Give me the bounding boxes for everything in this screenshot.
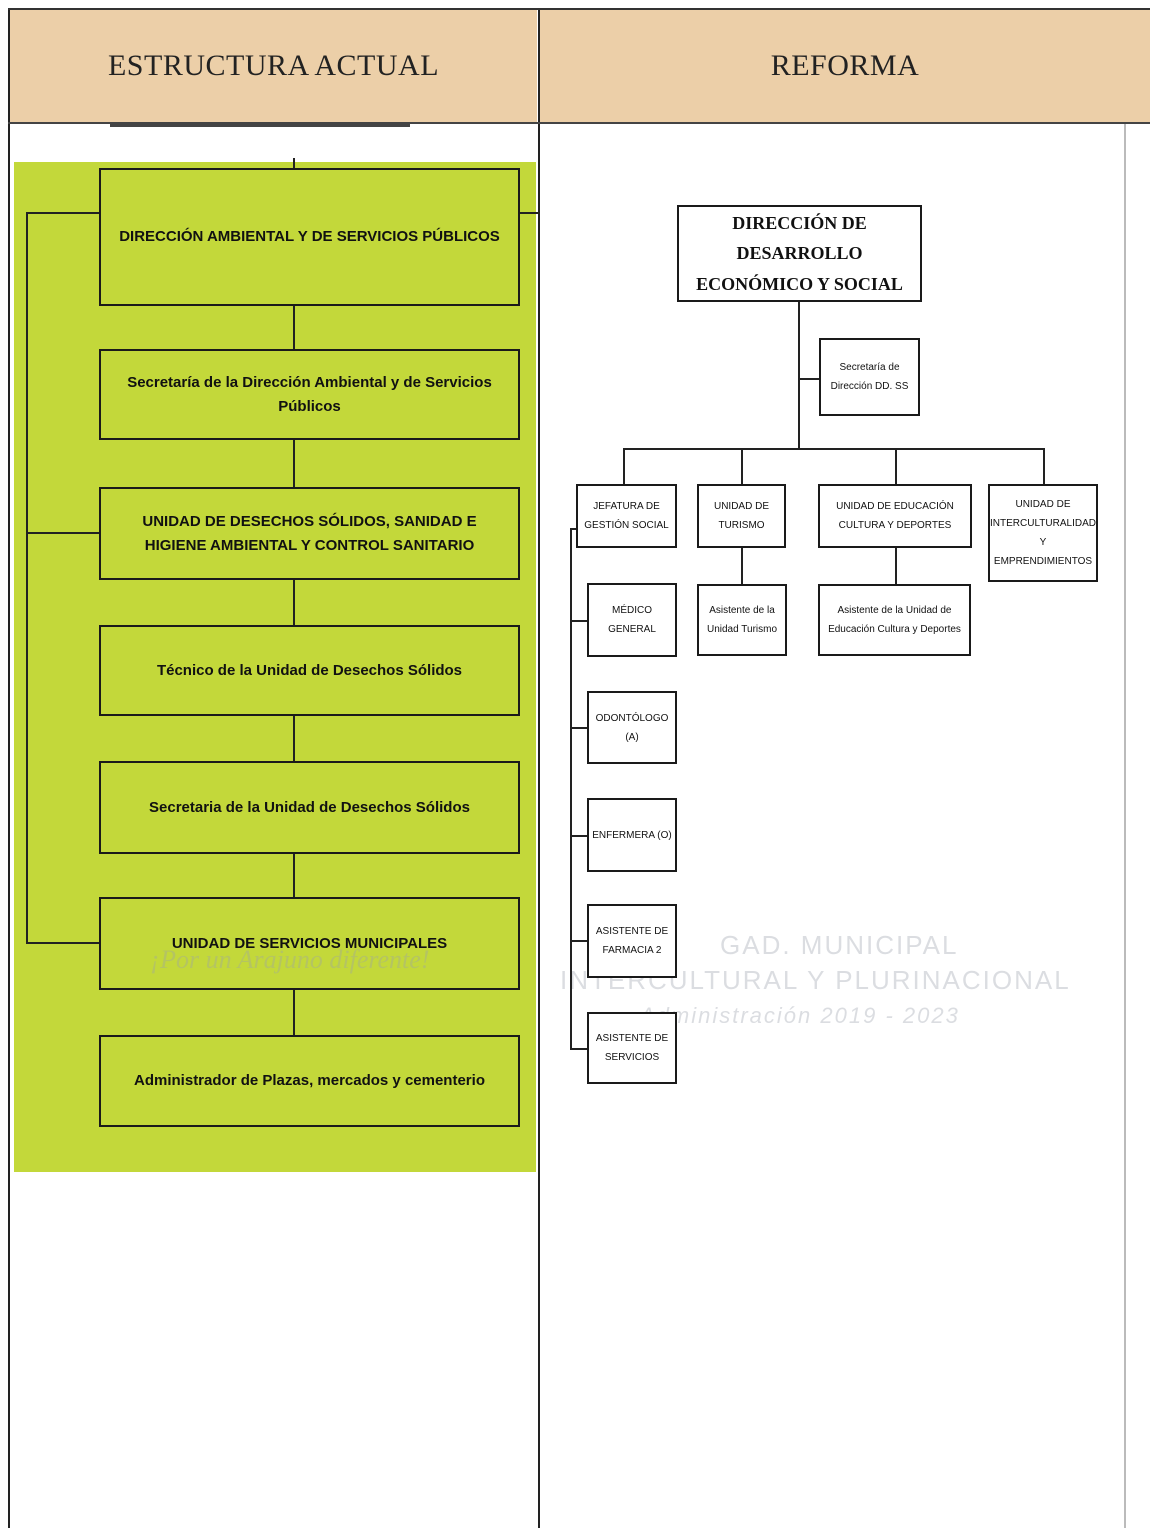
box-label: JEFATURA DE GESTIÓN SOCIAL (584, 501, 669, 531)
box-label: Administrador de Plazas, mercados y ceme… (134, 1072, 485, 1089)
watermark-line3: Administración 2019 - 2023 (640, 1003, 960, 1028)
table-left-border (8, 10, 10, 1528)
bracket-right-stub (519, 212, 538, 214)
bracket-top (26, 212, 100, 214)
box-label: Asistente de la Unidad de Educación Cult… (828, 605, 961, 635)
header-bottom-border (8, 122, 1150, 124)
connector (293, 714, 295, 762)
box-direccion-ambiental: DIRECCIÓN AMBIENTAL Y DE SERVICIOS PÚBLI… (99, 168, 520, 306)
box-label: ASISTENTE DE FARMACIA 2 (595, 926, 669, 956)
box-label: UNIDAD DE INTERCULTURALIDAD Y EMPRENDIMI… (990, 499, 1096, 567)
header-reforma: REFORMA (540, 10, 1150, 122)
box-label: Secretaria de la Unidad de Desechos Sóli… (149, 798, 470, 816)
box-label: ASISTENTE DE SERVICIOS (595, 1033, 669, 1063)
box-asistente-servicios: ASISTENTE DE SERVICIOS (587, 1012, 677, 1084)
box-label: Asistente de la Unidad Turismo (706, 605, 778, 635)
box-unidad-desechos: UNIDAD DE DESECHOS SÓLIDOS, SANIDAD E HI… (99, 487, 520, 580)
connector (895, 448, 897, 484)
box-enfermera: ENFERMERA (O) (587, 798, 677, 872)
box-unidad-turismo: UNIDAD DE TURISMO (697, 484, 786, 548)
box-odontologo: ODONTÓLOGO (A) (587, 691, 677, 764)
current-structure-area (14, 162, 536, 1172)
connector (741, 448, 743, 484)
table-top-border (8, 8, 1150, 10)
box-asistente-educacion: Asistente de la Unidad de Educación Cult… (818, 584, 971, 656)
bracket-line (570, 528, 572, 1050)
header-right-title: REFORMA (770, 49, 920, 82)
box-label: Técnico de la Unidad de Desechos Sólidos (156, 661, 463, 679)
connector (570, 940, 588, 942)
connector (798, 378, 820, 380)
box-jefatura-gestion-social: JEFATURA DE GESTIÓN SOCIAL (576, 484, 677, 548)
connector (293, 852, 295, 898)
connector (570, 528, 578, 530)
connector (293, 438, 295, 488)
box-administrador-plazas: Administrador de Plazas, mercados y ceme… (99, 1035, 520, 1127)
connector (1043, 448, 1045, 484)
box-label: UNIDAD DE SERVICIOS MUNICIPALES (171, 934, 448, 952)
box-label: ODONTÓLOGO (A) (595, 712, 669, 743)
header-left-title: ESTRUCTURA ACTUAL (107, 49, 440, 82)
box-label: UNIDAD DE DESECHOS SÓLIDOS, SANIDAD E HI… (142, 512, 477, 554)
watermark-line1: GAD. MUNICIPAL (720, 930, 959, 960)
connector (293, 304, 295, 350)
table-right-border (1124, 122, 1126, 1528)
box-secretaria-desechos: Secretaria de la Unidad de Desechos Sóli… (99, 761, 520, 854)
connector (293, 158, 295, 170)
box-asistente-farmacia: ASISTENTE DE FARMACIA 2 (587, 904, 677, 978)
connector (895, 548, 897, 584)
bracket-middle (26, 532, 100, 534)
connector (293, 988, 295, 1036)
box-secretaria-direccion: Secretaría de la Dirección Ambiental y d… (99, 349, 520, 440)
box-label: UNIDAD DE TURISMO (713, 501, 769, 531)
box-label: Secretaría de la Dirección Ambiental y d… (127, 373, 492, 415)
box-unidad-interculturalidad: UNIDAD DE INTERCULTURALIDAD Y EMPRENDIMI… (988, 484, 1098, 582)
connector (570, 620, 588, 622)
header-estructura-actual: ESTRUCTURA ACTUAL (10, 10, 537, 122)
watermark-slogan: ¡Por un Arajuno diferente! (150, 945, 430, 974)
connector (798, 300, 800, 448)
box-label: MÉDICO GENERAL (608, 605, 656, 635)
box-label: Secretaría de Dirección DD. SS (830, 362, 909, 392)
connector (570, 727, 588, 729)
box-servicios-municipales: UNIDAD DE SERVICIOS MUNICIPALES (99, 897, 520, 990)
connector (623, 448, 625, 484)
box-label: ENFERMERA (O) (592, 829, 672, 841)
box-asistente-turismo: Asistente de la Unidad Turismo (697, 584, 787, 656)
table-column-divider (538, 10, 540, 1528)
bracket-line (26, 212, 28, 944)
connector (741, 548, 743, 584)
connector (623, 448, 1044, 450)
box-label: DIRECCIÓN DE DESARROLLO ECONÓMICO Y SOCI… (696, 212, 903, 294)
header-underline-mark (110, 124, 410, 127)
box-secretaria-dd-ss: Secretaría de Dirección DD. SS (819, 338, 920, 416)
bracket-bottom (26, 942, 100, 944)
box-medico-general: MÉDICO GENERAL (587, 583, 677, 657)
connector (570, 1048, 588, 1050)
connector (293, 578, 295, 626)
box-unidad-educacion: UNIDAD DE EDUCACIÓN CULTURA Y DEPORTES (818, 484, 972, 548)
box-tecnico-desechos: Técnico de la Unidad de Desechos Sólidos (99, 625, 520, 716)
box-direccion-desarrollo: DIRECCIÓN DE DESARROLLO ECONÓMICO Y SOCI… (677, 205, 922, 302)
connector (570, 835, 588, 837)
box-label: UNIDAD DE EDUCACIÓN CULTURA Y DEPORTES (836, 501, 954, 531)
box-label: DIRECCIÓN AMBIENTAL Y DE SERVICIOS PÚBLI… (119, 228, 500, 245)
